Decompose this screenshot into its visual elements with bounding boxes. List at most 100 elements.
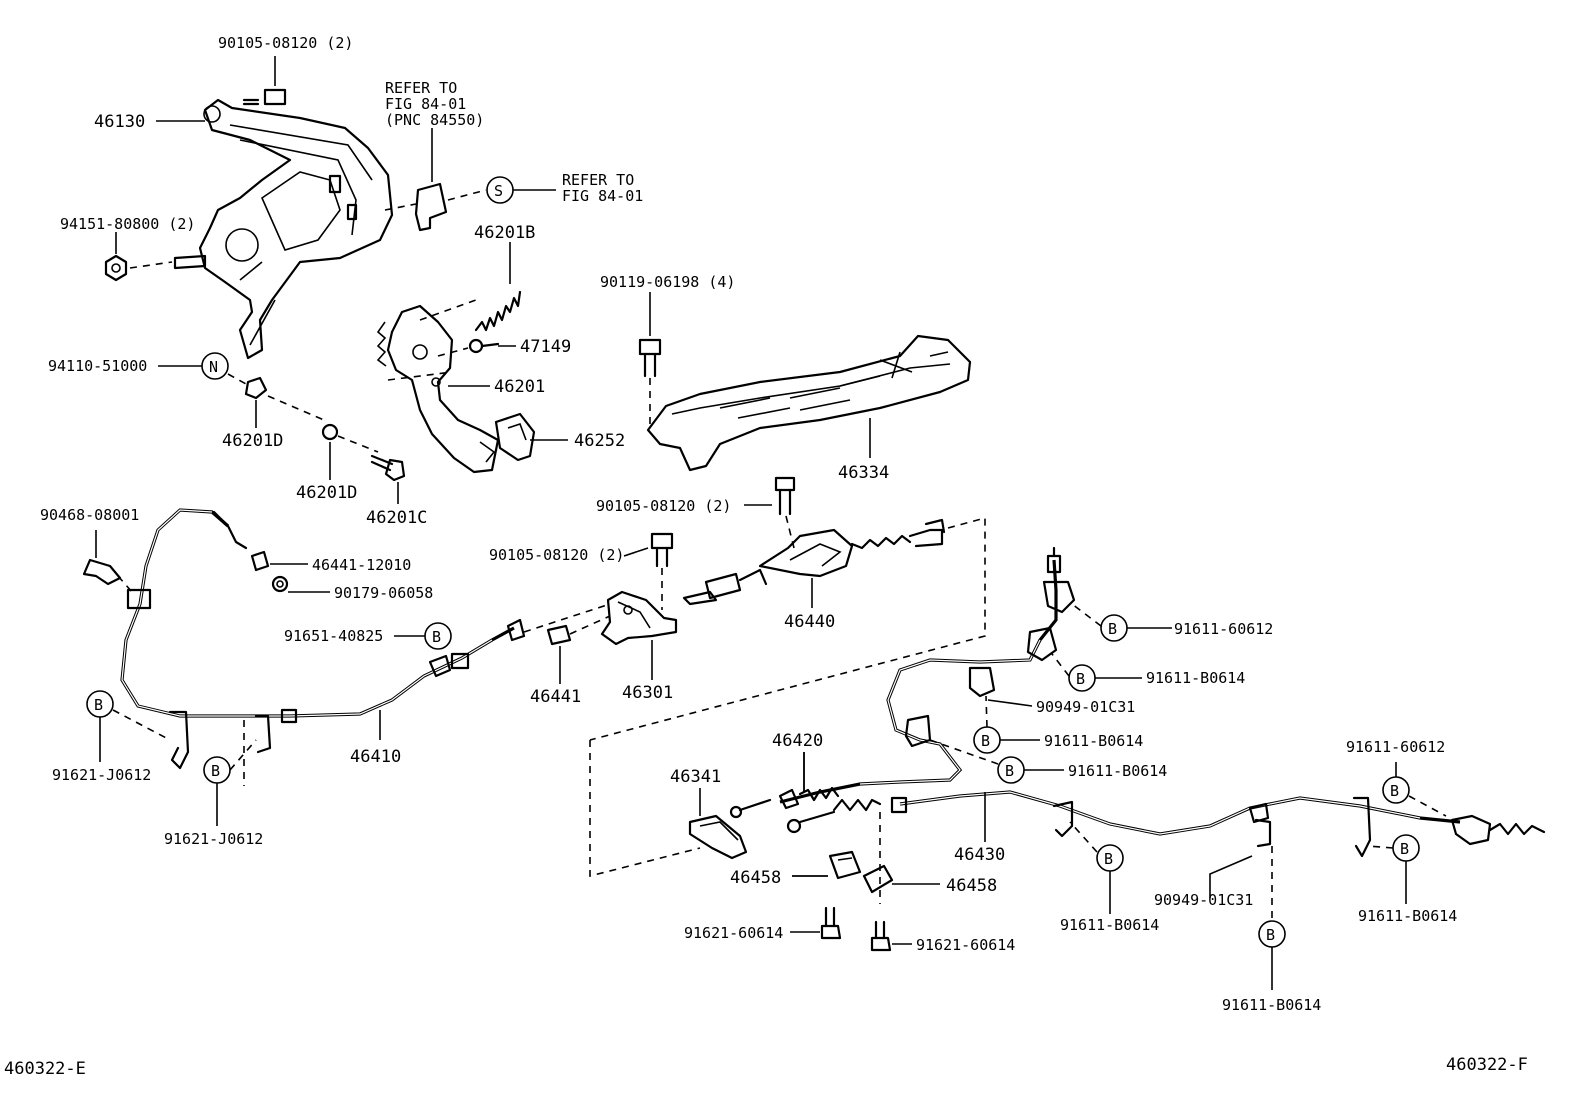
label-91611-B0614-b: 91611-B0614 — [1044, 732, 1143, 750]
b-symbol-91611-60612-b: B — [1382, 762, 1447, 817]
label-91611-B0614-f: 91611-B0614 — [1358, 907, 1457, 925]
bolt-91621-60614-a — [790, 906, 842, 940]
b-symbol: B — [981, 732, 990, 750]
b-symbol-91611-B0614-e: B — [1258, 920, 1286, 990]
equalizer-cable-46440 — [589, 516, 986, 741]
clip-46458-b — [862, 864, 940, 894]
b-symbol: B — [94, 696, 103, 714]
label-46410: 46410 — [350, 747, 401, 767]
bushing-46201D-b — [321, 423, 379, 480]
clip-90468-08001 — [82, 530, 133, 593]
label-91651-40825: 91651-40825 — [284, 627, 383, 645]
n-symbol: N — [209, 358, 218, 376]
label-46201D-b: 46201D — [296, 483, 357, 503]
label-90179-06058: 90179-06058 — [334, 584, 433, 602]
b-symbol-91611-B0614-c: B — [929, 739, 1064, 784]
b-symbol: B — [1390, 782, 1399, 800]
label-94151-80800: 94151-80800 (2) — [60, 215, 195, 233]
b-symbol-91611-B0614-b: B — [973, 695, 1040, 754]
label-46201C: 46201C — [366, 508, 427, 528]
clip-90949-01C31-a — [987, 699, 1033, 707]
bracket-46341 — [589, 740, 748, 878]
label-46430: 46430 — [954, 845, 1005, 865]
spring-46201B — [419, 242, 522, 332]
label-46458-a: 46458 — [730, 868, 781, 888]
b-symbol: B — [1108, 620, 1117, 638]
pin-47149 — [437, 338, 500, 357]
label-90949-01C31-a: 90949-01C31 — [1036, 698, 1135, 716]
label-46441-12010: 46441-12010 — [312, 556, 411, 574]
label-90949-01C31-b: 90949-01C31 — [1154, 891, 1253, 909]
stop-lamp-switch — [384, 128, 487, 232]
label-46130: 46130 — [94, 112, 145, 132]
clip-46458-a — [792, 850, 862, 880]
b-symbol-91621-J0612-a: B — [86, 690, 171, 762]
collar-46441-12010 — [250, 550, 308, 572]
nut-94151-80800 — [104, 232, 207, 282]
adjuster-46441 — [546, 615, 611, 684]
label-46420: 46420 — [772, 731, 823, 751]
s-symbol-group: S — [486, 176, 556, 204]
b-symbol-91611-B0614-f: B — [1367, 834, 1420, 904]
label-91621-60614-a: 91621-60614 — [684, 924, 783, 942]
clip-90949-01C31-b — [1209, 855, 1253, 898]
front-cable-46410 — [120, 508, 611, 786]
label-91611-B0614-d: 91611-B0614 — [1060, 916, 1159, 934]
nut-90179-06058 — [271, 575, 330, 593]
n-symbol-group: N — [158, 352, 247, 385]
label-46252: 46252 — [574, 431, 625, 451]
bolt-90105-08120-low — [623, 532, 674, 610]
label-refer2-line1: REFER TO — [562, 171, 634, 189]
figure-code-right: 460322-F — [1446, 1055, 1528, 1075]
label-46301: 46301 — [622, 683, 673, 703]
bushing-46201D-a — [244, 376, 325, 428]
s-symbol: S — [494, 182, 503, 200]
pedal-bracket-46130 — [198, 98, 394, 360]
bolt-91621-60614-b — [870, 920, 912, 952]
label-47149: 47149 — [520, 337, 571, 357]
rear-cable-46430 — [786, 790, 1546, 918]
intermediate-lever-46301 — [600, 590, 678, 680]
b-symbol: B — [1266, 926, 1275, 944]
b-symbol: B — [432, 628, 441, 646]
b-symbol: B — [1005, 762, 1014, 780]
bolt-90105-08120-mid — [744, 476, 796, 549]
label-90105-08120-mid: 90105-08120 (2) — [596, 497, 731, 515]
label-90119-06198: 90119-06198 (4) — [600, 273, 735, 291]
label-refer1-line3: (PNC 84550) — [385, 111, 484, 129]
label-91621-60614-b: 91621-60614 — [916, 936, 1015, 954]
b-symbol-91651-40825: B — [394, 622, 452, 650]
label-46441: 46441 — [530, 687, 581, 707]
b-symbol-91621-J0612-b: B — [203, 739, 257, 826]
b-symbol: B — [211, 762, 220, 780]
label-46201D-a: 46201D — [222, 431, 283, 451]
b-symbol-91611-B0614-d: B — [1069, 821, 1124, 914]
bolt-46201C — [370, 371, 453, 504]
label-46201: 46201 — [494, 377, 545, 397]
label-90105-08120-top: 90105-08120 (2) — [218, 34, 353, 52]
pedal-arm-46201 — [376, 304, 500, 474]
b-symbol-91611-B0614-a: B — [1051, 653, 1142, 692]
bolt-90119-06198 — [638, 292, 662, 428]
b-symbol: B — [1076, 670, 1085, 688]
label-94110-51000: 94110-51000 — [48, 357, 147, 375]
label-refer1-line2: FIG 84-01 — [385, 95, 466, 113]
label-46341: 46341 — [670, 767, 721, 787]
b-symbol-91611-60612-a: B — [1071, 603, 1172, 642]
b-symbol: B — [1400, 840, 1409, 858]
b-symbol: B — [1104, 850, 1113, 868]
label-91621-J0612-b: 91621-J0612 — [164, 830, 263, 848]
figure-code-left: 460322-E — [4, 1059, 86, 1079]
pedal-pad-46252 — [494, 412, 536, 462]
label-90468-08001: 90468-08001 — [40, 506, 139, 524]
label-90105-08120-low: 90105-08120 (2) — [489, 546, 624, 564]
console-bracket-46334 — [646, 334, 972, 472]
label-91611-B0614-a: 91611-B0614 — [1146, 669, 1245, 687]
label-91611-B0614-c: 91611-B0614 — [1068, 762, 1167, 780]
label-46201B: 46201B — [474, 223, 535, 243]
bolt-90105-08120-top — [242, 56, 287, 106]
label-91611-60612-b: 91611-60612 — [1346, 738, 1445, 756]
label-46458-b: 46458 — [946, 876, 997, 896]
label-refer1-line1: REFER TO — [385, 79, 457, 97]
